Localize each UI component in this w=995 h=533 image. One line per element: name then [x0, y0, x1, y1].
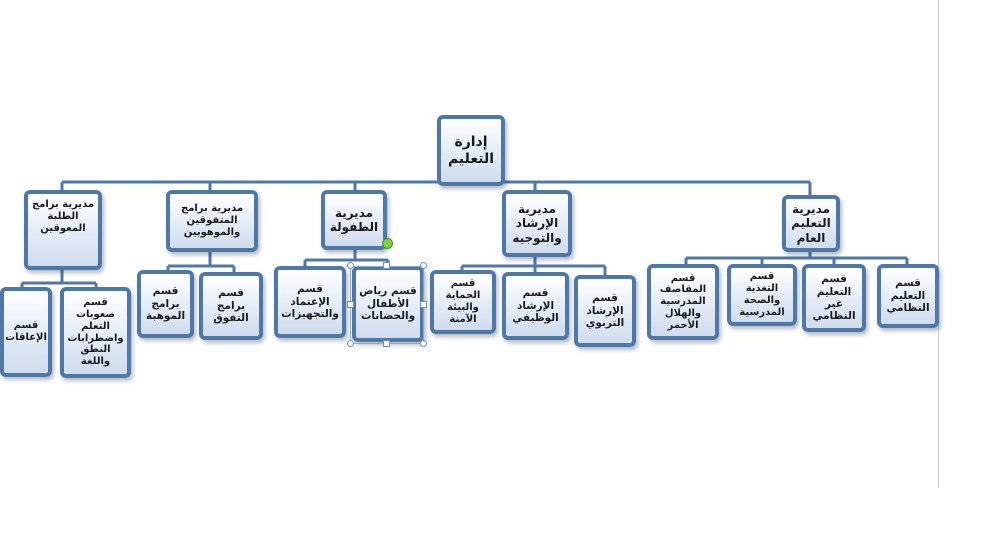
selection-frame: [350, 266, 424, 344]
directorate-label: مديرية التعليم العام: [791, 202, 831, 245]
root-label: إدارة التعليم: [447, 133, 495, 167]
section-educational-guidance[interactable]: قسم الإرشاد التربوي: [574, 275, 636, 347]
section-disabilities[interactable]: قسم الإعاقات: [0, 287, 52, 377]
page-boundary-line: [938, 0, 939, 488]
directorate-guidance[interactable]: مديرية الإرشاد والتوجيه: [502, 190, 572, 257]
directorate-label: مديرية برامج الطلبة المعوقين: [31, 199, 95, 234]
directorate-disabled-students[interactable]: مديرية برامج الطلبة المعوقين: [24, 190, 102, 270]
section-accreditation-equipment[interactable]: قسم الإعتماد والتجهيزات: [274, 266, 346, 338]
section-nutrition-school-health[interactable]: قسم التغذية والصحة المدرسية: [727, 264, 797, 326]
section-label: قسم الإعاقات: [5, 320, 47, 343]
resize-handle-bottom-left[interactable]: [347, 340, 354, 347]
section-label: قسم التعليم النظامي: [886, 277, 930, 315]
section-label: قسم الحماية والبيئة الآمنة: [445, 278, 481, 325]
section-protection-safe-environment[interactable]: قسم الحماية والبيئة الآمنة: [430, 270, 496, 334]
section-career-guidance[interactable]: قسم الإرشاد الوظيفي: [502, 272, 569, 340]
resize-handle-bottom-right[interactable]: [420, 340, 427, 347]
resize-handle-top[interactable]: [383, 262, 390, 269]
directorate-childhood[interactable]: مديرية الطفولة: [321, 190, 387, 250]
section-formal-education[interactable]: قسم التعليم النظامي: [877, 264, 939, 328]
root-box[interactable]: إدارة التعليم: [437, 115, 505, 186]
resize-handle-top-left[interactable]: [347, 262, 354, 269]
section-label: قسم برامج الموهبة: [145, 285, 186, 323]
resize-handle-left[interactable]: [347, 301, 354, 308]
section-label: قسم الإرشاد الوظيفي: [512, 287, 559, 325]
directorate-general-education[interactable]: مديرية التعليم العام: [782, 195, 840, 252]
resize-handle-top-right[interactable]: [420, 262, 427, 269]
section-label: قسم التعليم غير النظامي: [812, 273, 856, 323]
section-excellence-programs[interactable]: قسم برامج التفوق: [199, 272, 263, 340]
section-label: قسم رياض الأطفال والحضانات: [359, 285, 417, 323]
section-learning-speech-difficulties[interactable]: قسم صعوبات التعلم واضطرابات النطق واللغة: [60, 287, 131, 378]
section-canteens-red-crescent[interactable]: قسم المقاصف المدرسية والهلال الأحمر: [647, 264, 719, 340]
directorate-label: مديرية الطفولة: [329, 205, 379, 234]
directorate-label: مديرية الإرشاد والتوجيه: [512, 202, 562, 245]
directorate-label: مديرية برامج المتفوقين والموهوبين: [180, 203, 244, 238]
section-talent-programs[interactable]: قسم برامج الموهبة: [137, 270, 194, 338]
section-label: قسم التغذية والصحة المدرسية: [739, 271, 785, 318]
section-label: قسم المقاصف المدرسية والهلال الأحمر: [659, 272, 707, 331]
section-label: قسم الإعتماد والتجهيزات: [281, 283, 339, 321]
rotation-handle-icon[interactable]: [382, 238, 393, 249]
resize-handle-right[interactable]: [420, 301, 427, 308]
section-label: قسم الإرشاد التربوي: [585, 292, 625, 330]
section-nonformal-education[interactable]: قسم التعليم غير النظامي: [802, 264, 866, 332]
directorate-gifted-programs[interactable]: مديرية برامج المتفوقين والموهوبين: [166, 190, 258, 252]
resize-handle-bottom[interactable]: [383, 340, 390, 347]
section-label: قسم برامج التفوق: [213, 287, 249, 325]
section-label: قسم صعوبات التعلم واضطرابات النطق واللغة: [67, 297, 124, 368]
